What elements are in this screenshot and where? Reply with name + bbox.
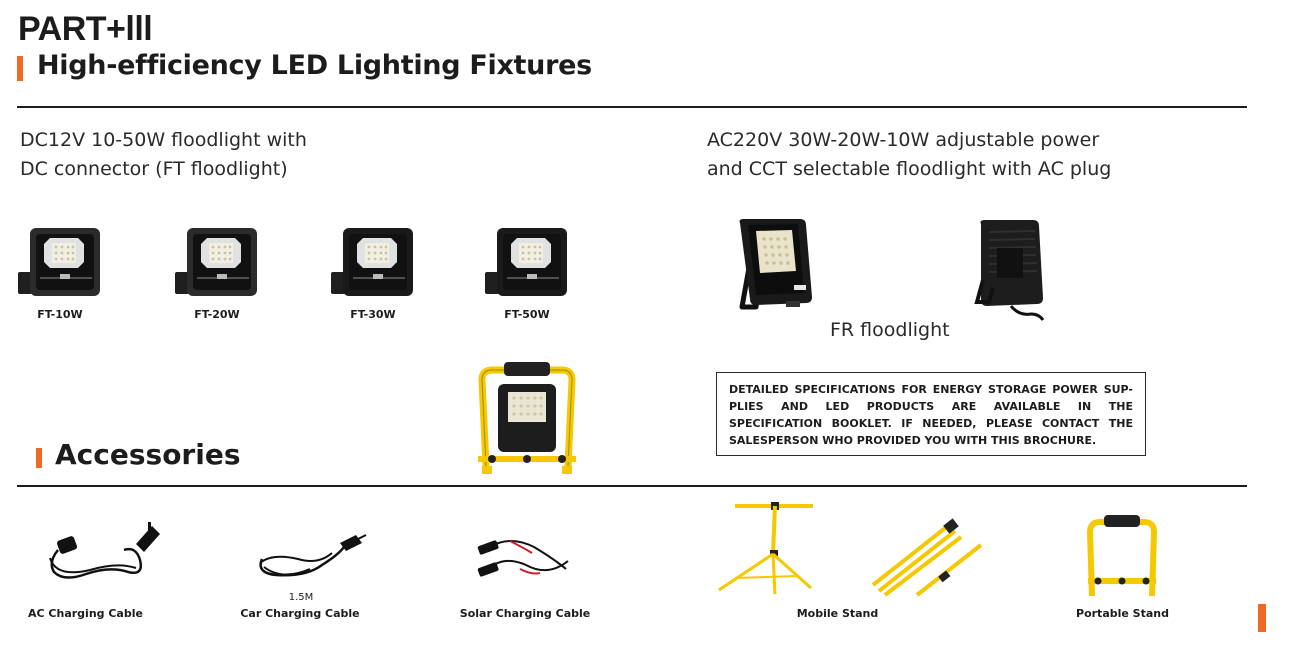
solar-cable-caption: Solar Charging Cable	[459, 607, 591, 620]
ft-product-label: FT-30W	[350, 308, 396, 321]
accessories-divider	[17, 485, 1247, 487]
ac-description-line2: and CCT selectable floodlight with AC pl…	[707, 158, 1112, 180]
ft-product-label: FT-50W	[504, 308, 550, 321]
ft-floodlight-icon	[175, 228, 257, 296]
fr-floodlight-front-image	[739, 219, 812, 310]
ac-description: AC220V 30W-20W-10W adjustable power and …	[707, 126, 1111, 184]
mobile-stand-caption: Mobile Stand	[796, 607, 879, 620]
tripod-stand-icon	[718, 502, 813, 595]
ft-floodlight-icon	[485, 228, 567, 296]
ac-cable-icon	[49, 522, 160, 579]
accessories-title: Accessories	[55, 438, 241, 471]
folded-tripod-icon	[871, 518, 983, 597]
portable-stand-caption: Portable Stand	[1076, 607, 1169, 620]
part-heading: PART+lll	[18, 10, 153, 48]
dc-description-line2: DC connector (FT floodlight)	[20, 158, 288, 180]
car-cable-length: 1.5M	[288, 592, 314, 603]
fr-floodlight-back-image	[974, 220, 1045, 321]
ft-product-label: FT-10W	[37, 308, 83, 321]
car-cable-icon	[259, 534, 367, 577]
ft-floodlight-icon	[18, 228, 100, 296]
page-title: High-efficiency LED Lighting Fixtures	[37, 50, 592, 81]
portable-stand-icon	[1086, 515, 1158, 597]
accent-bar	[17, 56, 23, 81]
solar-cable-icon	[477, 540, 569, 577]
ac-cable-caption: AC Charging Cable	[28, 607, 143, 620]
ft-floodlight-icon	[331, 228, 413, 296]
fr-floodlight-caption: FR floodlight	[830, 319, 950, 341]
ac-description-line1: AC220V 30W-20W-10W adjustable power	[707, 129, 1100, 151]
specification-notice: DETAILED SPECIFICATIONS FOR ENERGY STORA…	[716, 372, 1146, 456]
accessories-accent-bar	[36, 448, 42, 468]
car-cable-caption: Car Charging Cable	[240, 607, 360, 620]
title-divider	[17, 106, 1247, 108]
ft-product-label: FT-20W	[194, 308, 240, 321]
page-corner-accent	[1258, 604, 1266, 632]
floodlight-with-stand-image	[478, 362, 576, 474]
dc-description-line1: DC12V 10-50W floodlight with	[20, 129, 307, 151]
dc-description: DC12V 10-50W floodlight with DC connecto…	[20, 126, 307, 184]
